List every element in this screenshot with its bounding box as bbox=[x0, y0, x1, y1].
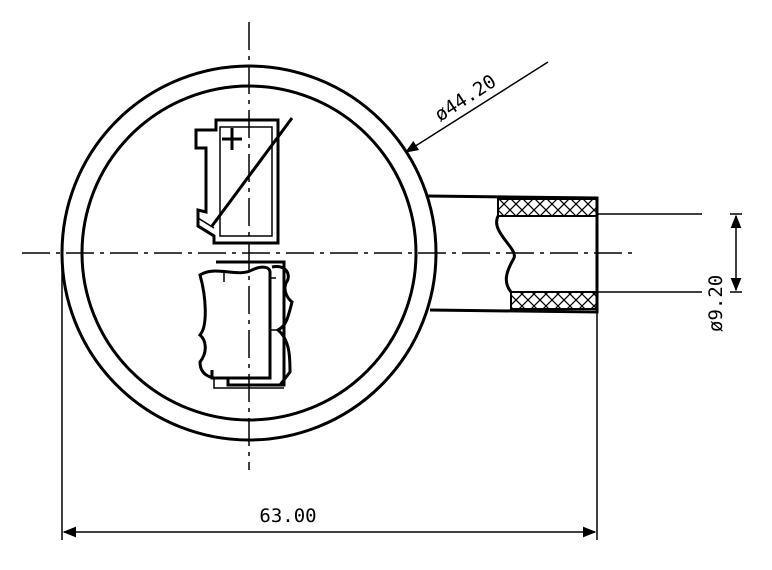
battery-symbol bbox=[194, 117, 294, 245]
hose-diameter-label: ø9.20 bbox=[705, 275, 727, 332]
contact-symbol bbox=[197, 260, 294, 389]
hose-bottom-hatch bbox=[510, 291, 598, 310]
hose-outlet bbox=[427, 194, 599, 314]
inner-circle bbox=[80, 84, 418, 422]
outer-diameter-leader bbox=[404, 61, 549, 153]
hose-break-line bbox=[495, 215, 516, 293]
hose-top-hatch bbox=[497, 198, 598, 217]
length-label: 63.00 bbox=[259, 505, 316, 527]
